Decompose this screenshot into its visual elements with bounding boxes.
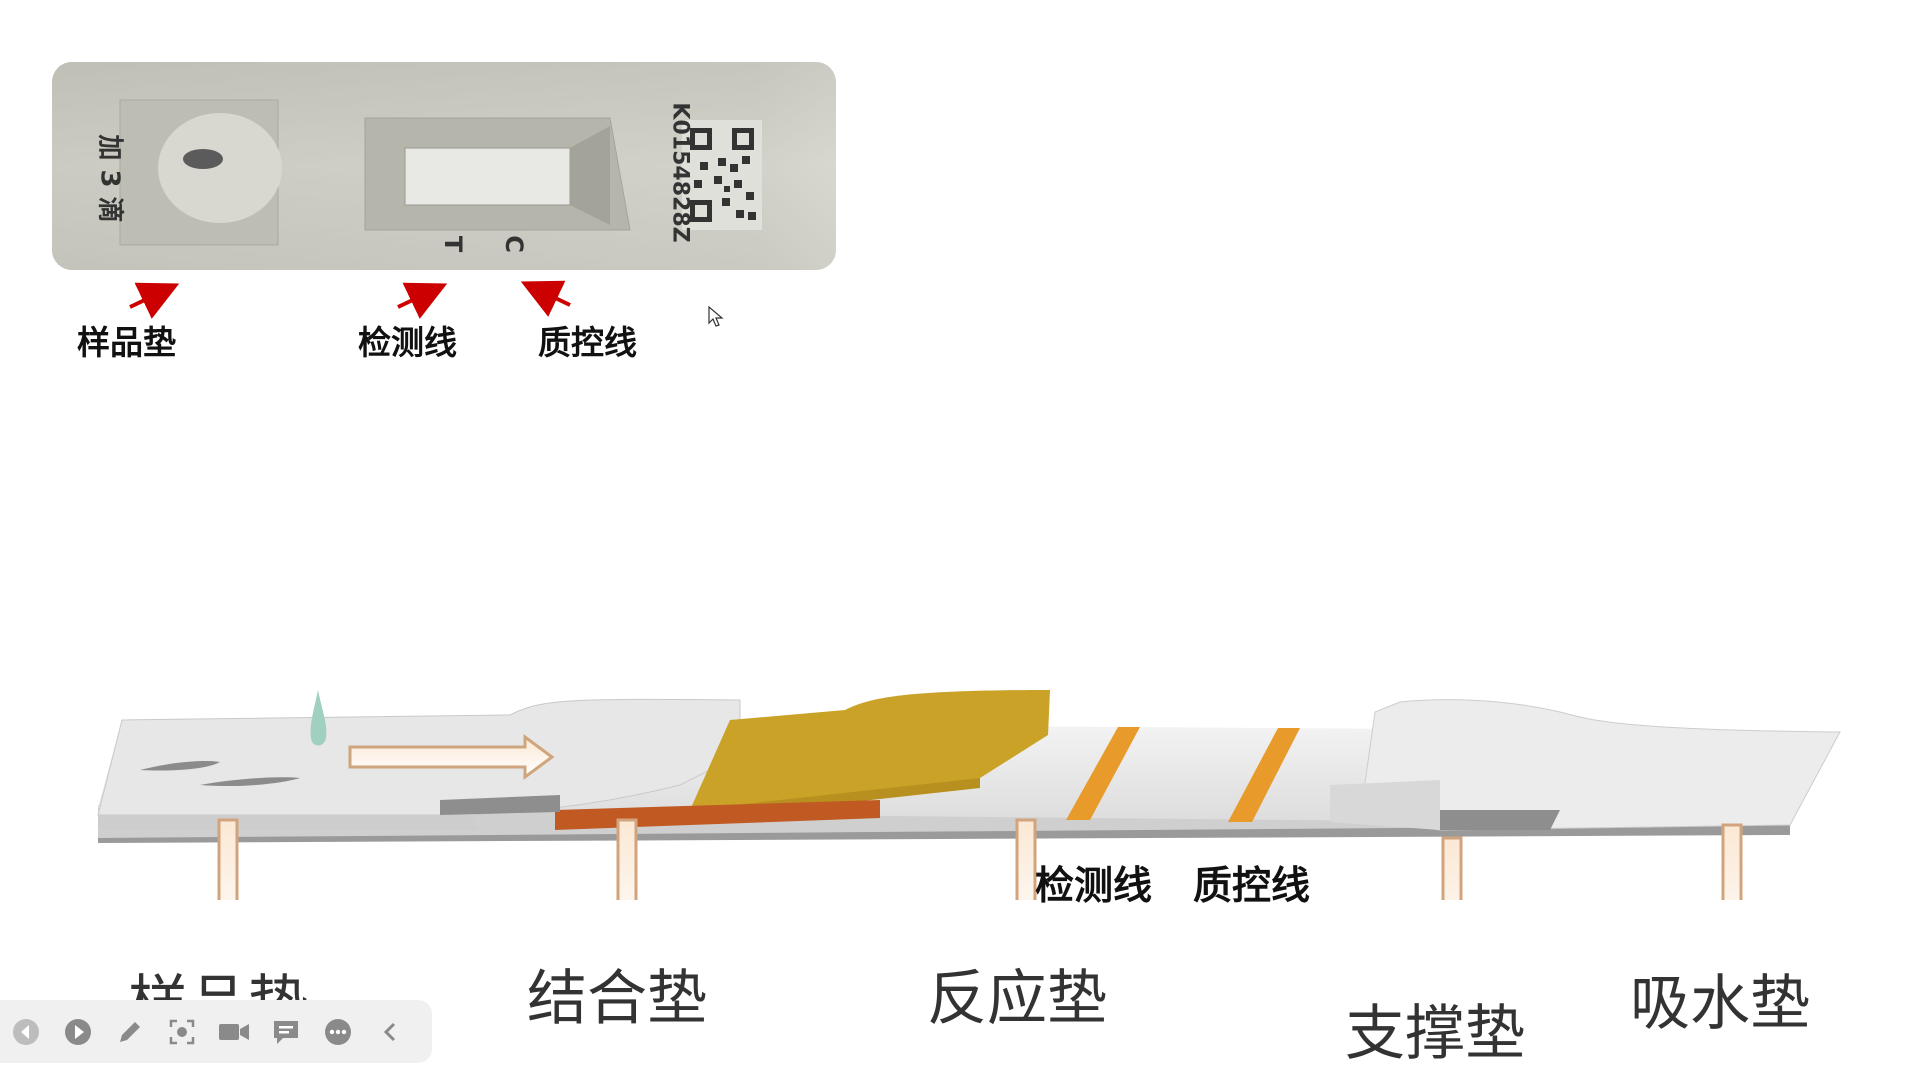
pen-button[interactable]	[104, 1000, 156, 1063]
comment-icon	[274, 1020, 298, 1044]
droplet-icon	[310, 690, 327, 746]
strip-label-control-line: 质控线	[1193, 864, 1311, 909]
conjugate-pad	[690, 690, 1050, 810]
play-icon	[65, 1018, 91, 1045]
photo-label-control-line: 质控线	[538, 323, 637, 362]
camera-icon	[219, 1023, 249, 1040]
test-line-band	[1066, 727, 1140, 820]
cassette-graphic	[52, 62, 836, 270]
camera-button[interactable]	[208, 1000, 260, 1063]
flow-arrow-icon	[348, 734, 555, 780]
presentation-toolbar	[0, 1000, 432, 1063]
arrow-control-line	[520, 280, 571, 317]
control-line-band	[1228, 728, 1300, 822]
photo-label-sample-pad: 样品垫	[77, 323, 176, 362]
cassette-photo: 加 3 滴 K0154828Z C T	[50, 60, 840, 275]
more-icon	[325, 1018, 351, 1045]
arrow-test-line	[397, 282, 448, 319]
mouse-cursor-icon	[708, 306, 724, 327]
part-label-conjugate-pad: 结合垫	[527, 964, 707, 1034]
more-button[interactable]	[312, 1000, 364, 1063]
arrow-sample-pad	[129, 282, 180, 319]
photo-label-test-line: 检测线	[358, 323, 457, 362]
prev-icon	[13, 1018, 39, 1045]
play-button[interactable]	[52, 1000, 104, 1063]
absorbent-pad	[1359, 699, 1841, 831]
qr-code	[682, 120, 762, 230]
down-arrows	[217, 818, 1743, 900]
pen-icon	[120, 1021, 140, 1042]
strip-diagram	[97, 690, 1841, 900]
collapse-button[interactable]	[364, 1000, 416, 1063]
screenshot-button[interactable]	[156, 1000, 208, 1063]
photo-arrows	[129, 280, 571, 319]
collapse-icon	[383, 1022, 396, 1041]
part-label-reaction-pad: 反应垫	[927, 964, 1107, 1034]
prev-button[interactable]	[0, 1000, 52, 1063]
part-label-backing-pad: 支撑垫	[1345, 999, 1525, 1069]
part-label-absorbent-pad: 吸水垫	[1630, 969, 1810, 1039]
strip-label-test-line: 检测线	[1035, 864, 1153, 909]
comment-button[interactable]	[260, 1000, 312, 1063]
screenshot-icon	[169, 1019, 195, 1044]
